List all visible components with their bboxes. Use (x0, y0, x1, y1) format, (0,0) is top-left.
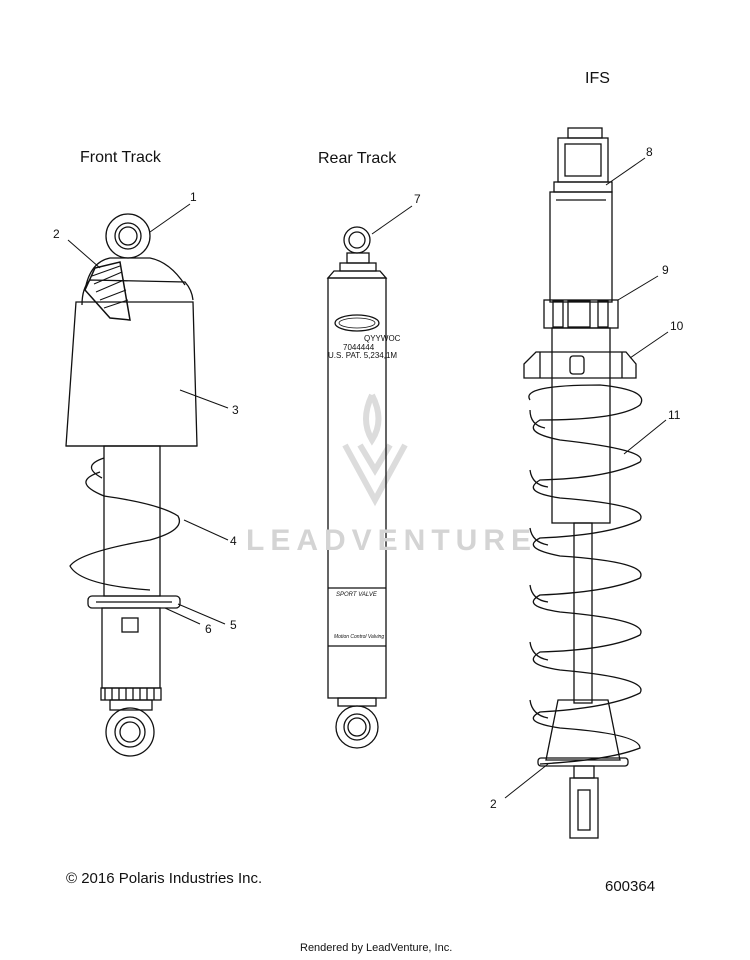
rear-shock-print-3: U.S. PAT. 5,234,1M (328, 351, 398, 360)
front-track-shock (65, 213, 198, 757)
callout-5: 5 (230, 618, 237, 632)
rear-shock-band: SPORT VALVE (336, 592, 377, 598)
rear-shock-print-2: 7044444 (343, 343, 375, 352)
callout-7: 7 (414, 192, 421, 206)
label-rear-track: Rear Track (318, 150, 397, 167)
leader-lines (67, 157, 669, 799)
callout-3: 3 (232, 403, 239, 417)
diagram-id: 600364 (605, 878, 656, 895)
rear-track-shock (326, 226, 388, 749)
rear-shock-print-1: QYYWOC (364, 334, 401, 343)
callout-9: 9 (662, 263, 669, 277)
label-ifs: IFS (585, 70, 610, 87)
callout-2-front: 2 (53, 227, 60, 241)
watermark-logo (342, 393, 408, 507)
callout-1: 1 (190, 190, 197, 204)
callout-8: 8 (646, 145, 653, 159)
callout-11: 11 (668, 408, 681, 422)
rendered-by: Rendered by LeadVenture, Inc. (300, 942, 453, 954)
callout-6: 6 (205, 622, 212, 636)
ifs-shock (523, 127, 643, 839)
callout-2-ifs: 2 (490, 797, 497, 811)
label-front-track: Front Track (80, 149, 161, 166)
callout-10: 10 (670, 319, 684, 333)
rear-shock-band-2: Motion Control Valving (334, 634, 385, 640)
callout-4: 4 (230, 534, 237, 548)
watermark-text: LEADVENTURE (246, 524, 538, 557)
copyright: © 2016 Polaris Industries Inc. (66, 870, 263, 887)
